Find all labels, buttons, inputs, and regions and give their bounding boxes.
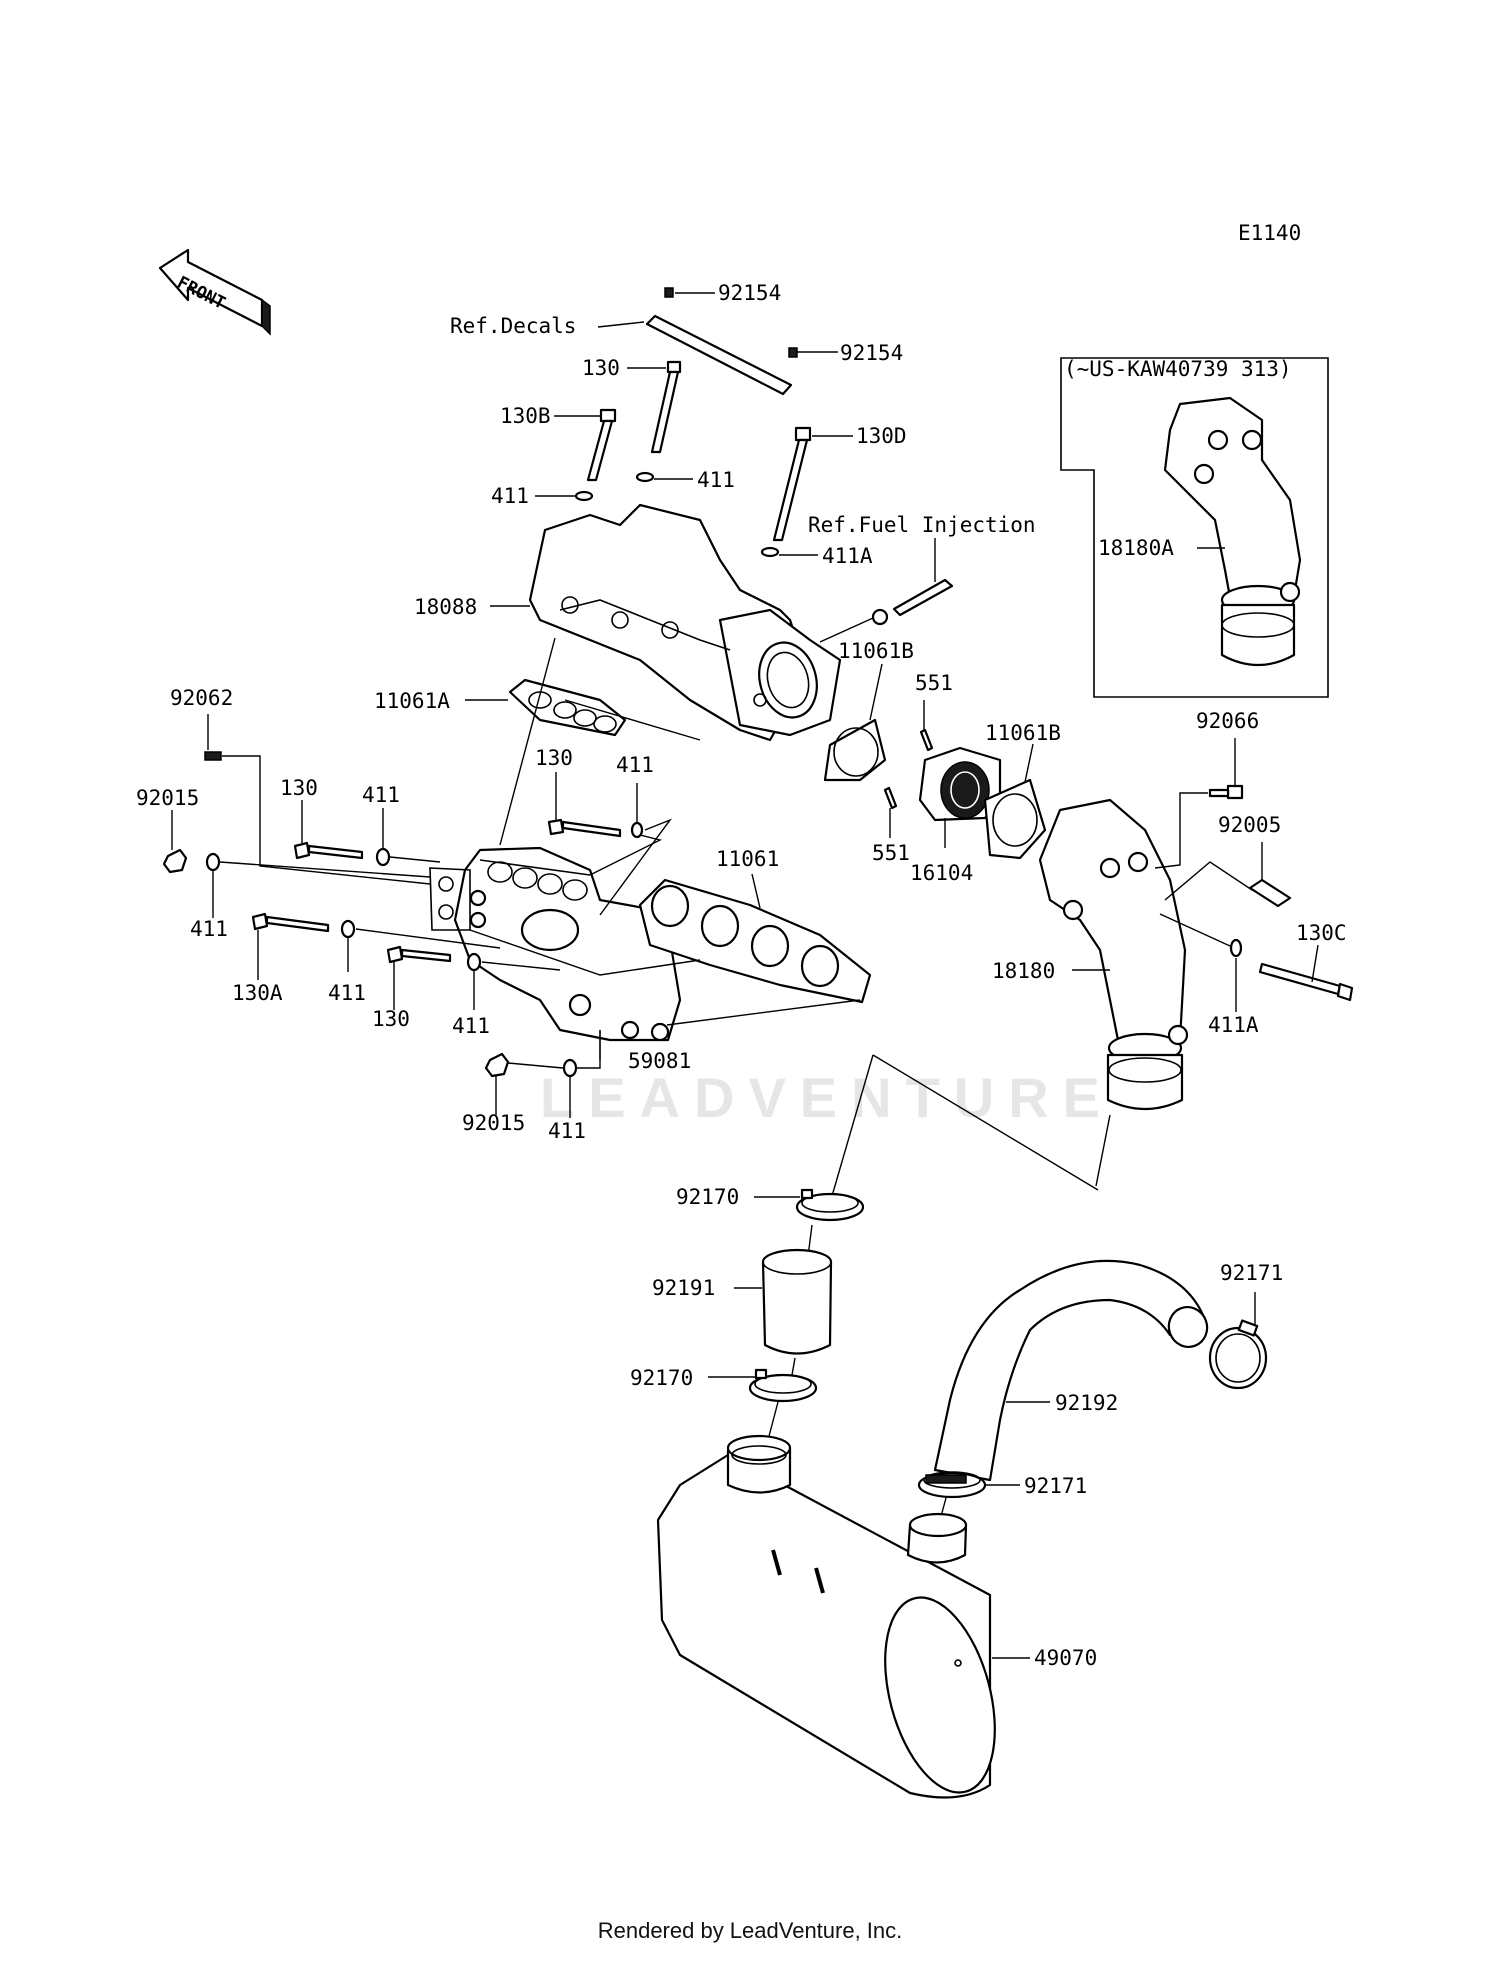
part-label-411_mid_top: 411 [362,783,400,807]
part-label-92154_mid: 92154 [840,341,903,365]
washer-411a-right [1229,938,1243,958]
nut-92015-left [162,848,188,874]
screw-92154-top [664,287,674,298]
part-label-130b: 130B [500,404,551,428]
part-label-130d: 130D [856,424,907,448]
part-label-ref_decals: Ref.Decals [450,314,576,338]
bolt-130c [1258,962,1354,1002]
part-label-18088: 18088 [414,595,477,619]
watermark: LEADVENTURE [540,1066,1114,1129]
part-label-551_bottom: 551 [872,841,910,865]
diagram-text: (~US-KAW40739 313) [1064,357,1292,381]
bolt-130b [586,408,617,482]
part-label-92170_top: 92170 [676,1185,739,1209]
pin-551-top [919,728,934,752]
part-label-16104: 16104 [910,861,973,885]
pin-551-bottom [883,786,898,810]
bolt-130-lower [386,945,452,964]
part-label-411_lower_left: 411 [328,981,366,1005]
part-label-92015_bottom: 92015 [462,1111,525,1135]
part-label-411a_top: 411A [822,544,873,568]
bolt-130a [251,912,330,933]
bolt-130-mid [547,818,622,838]
clamp-92170-top [795,1188,865,1222]
screw-92154-mid [788,347,798,358]
nut-92015-bottom [484,1052,510,1078]
part-label-92170_bottom: 92170 [630,1366,693,1390]
gasket-11061b-a [823,718,887,782]
part-label-11061: 11061 [716,847,779,871]
part-label-92192: 92192 [1055,1391,1118,1415]
exhaust-manifold-18088 [528,503,842,742]
gasket-11061b-b [983,778,1047,860]
part-label-92171_right: 92171 [1220,1261,1283,1285]
bolt-92066 [1208,784,1244,800]
exhaust-pipe-18180a [1163,396,1302,666]
coupler-92191 [761,1248,833,1355]
part-label-18180a: 18180A [1098,536,1174,560]
part-label-18180: 18180 [992,959,1055,983]
part-label-92066: 92066 [1196,709,1259,733]
muffler-49070 [656,1434,996,1799]
washer-411-left-top [574,490,594,502]
part-label-411_left_top: 411 [491,484,529,508]
part-label-130a: 130A [232,981,283,1005]
part-label-130_lower: 130 [372,1007,410,1031]
part-label-411_mid: 411 [616,753,654,777]
bolt-130d [772,426,812,542]
flange-16104 [918,746,1002,822]
washer-411-bottom [562,1058,578,1078]
part-label-130_top: 130 [582,356,620,380]
footer-credit: Rendered by LeadVenture, Inc. [597,1918,903,1943]
part-label-411_lower2: 411 [452,1014,490,1038]
exhaust-pipe-18180 [1038,798,1189,1110]
hose-92192 [933,1259,1209,1482]
bolt-130-top [650,360,682,454]
part-label-92154_top: 92154 [718,281,781,305]
washer-411a-top [760,546,780,558]
part-label-11061b_b: 11061B [985,721,1061,745]
clamp-92171-mid [917,1471,987,1499]
gasket-11061 [638,878,872,1004]
part-label-ref_fuel_injection: Ref.Fuel Injection [808,513,1036,537]
part-label-411_mid_top: 411 [697,468,735,492]
washer-411-mid-top [635,471,655,483]
part-label-130c: 130C [1296,921,1347,945]
inset-variant-box: (~US-KAW40739 313) [1060,357,1329,698]
fitting-92005 [1248,878,1292,908]
part-label-11061b_a: 11061B [838,639,914,663]
washer-411-mid [630,821,644,839]
stud-92062 [204,751,222,761]
fuel-injection-ref-sensor [871,578,954,626]
part-label-92171_mid: 92171 [1024,1474,1087,1498]
part-label-11061a: 11061A [374,689,450,713]
diagram-code: E1140 [1238,221,1301,245]
bolt-130-left [293,841,364,860]
washer-411-top-row [375,847,391,867]
part-label-130_mid: 130 [535,746,573,770]
part-label-411a_right: 411A [1208,1013,1259,1037]
part-label-92191: 92191 [652,1276,715,1300]
part-label-92062: 92062 [170,686,233,710]
manifold-59081 [429,846,682,1042]
washer-411-lower-left [340,919,356,939]
decal-plate [645,314,793,396]
part-label-49070: 49070 [1034,1646,1097,1670]
part-label-59081: 59081 [628,1049,691,1073]
part-label-411_left: 411 [190,917,228,941]
part-label-92015_left: 92015 [136,786,199,810]
part-label-551_top: 551 [915,671,953,695]
clamp-92170-bottom [748,1368,818,1403]
part-label-130_left: 130 [280,776,318,800]
gasket-11061a [508,678,627,737]
front-arrow-icon: FRONT [158,248,271,336]
part-label-411_bottom: 411 [548,1119,586,1143]
washer-411-left [205,852,221,872]
part-label-92005: 92005 [1218,813,1281,837]
clamp-92171-right [1208,1319,1268,1390]
washer-411-lower2 [466,952,482,972]
